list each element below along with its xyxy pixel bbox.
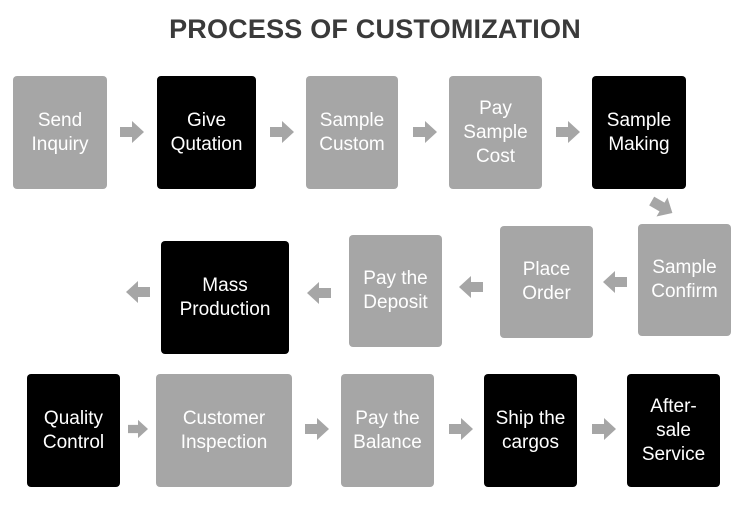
arrow-right-icon xyxy=(592,418,616,440)
step-mass-production: Mass Production xyxy=(161,241,289,354)
arrow-right-icon xyxy=(556,121,580,143)
arrow-right-icon xyxy=(413,121,437,143)
arrow-right-icon xyxy=(305,418,329,440)
arrow-right-icon xyxy=(270,121,294,143)
step-pay-the-balance: Pay the Balance xyxy=(341,374,434,487)
step-place-order: Place Order xyxy=(500,226,593,338)
arrow-down-icon xyxy=(649,196,673,217)
step-customer-inspection: Customer Inspection xyxy=(156,374,292,487)
step-sample-confirm: Sample Confirm xyxy=(638,224,731,336)
arrow-right-icon xyxy=(128,419,148,439)
step-give-quotation: Give Qutation xyxy=(157,76,256,189)
arrow-left-icon xyxy=(126,281,150,303)
step-send-inquiry: Send Inquiry xyxy=(13,76,107,189)
arrow-left-icon xyxy=(603,271,627,293)
diagram-title: PROCESS OF CUSTOMIZATION xyxy=(169,14,581,44)
arrow-right-icon xyxy=(449,418,473,440)
step-ship-the-cargos: Ship the cargos xyxy=(484,374,577,487)
step-pay-sample-cost: Pay Sample Cost xyxy=(449,76,542,189)
arrow-left-icon xyxy=(307,282,331,304)
step-pay-the-deposit: Pay the Deposit xyxy=(349,235,442,347)
arrow-right-icon xyxy=(120,121,144,143)
step-sample-making: Sample Making xyxy=(592,76,686,189)
step-sample-custom: Sample Custom xyxy=(306,76,398,189)
step-quality-control: Quality Control xyxy=(27,374,120,487)
arrow-left-icon xyxy=(459,276,483,298)
step-after-sale-service: After- sale Service xyxy=(627,374,720,487)
